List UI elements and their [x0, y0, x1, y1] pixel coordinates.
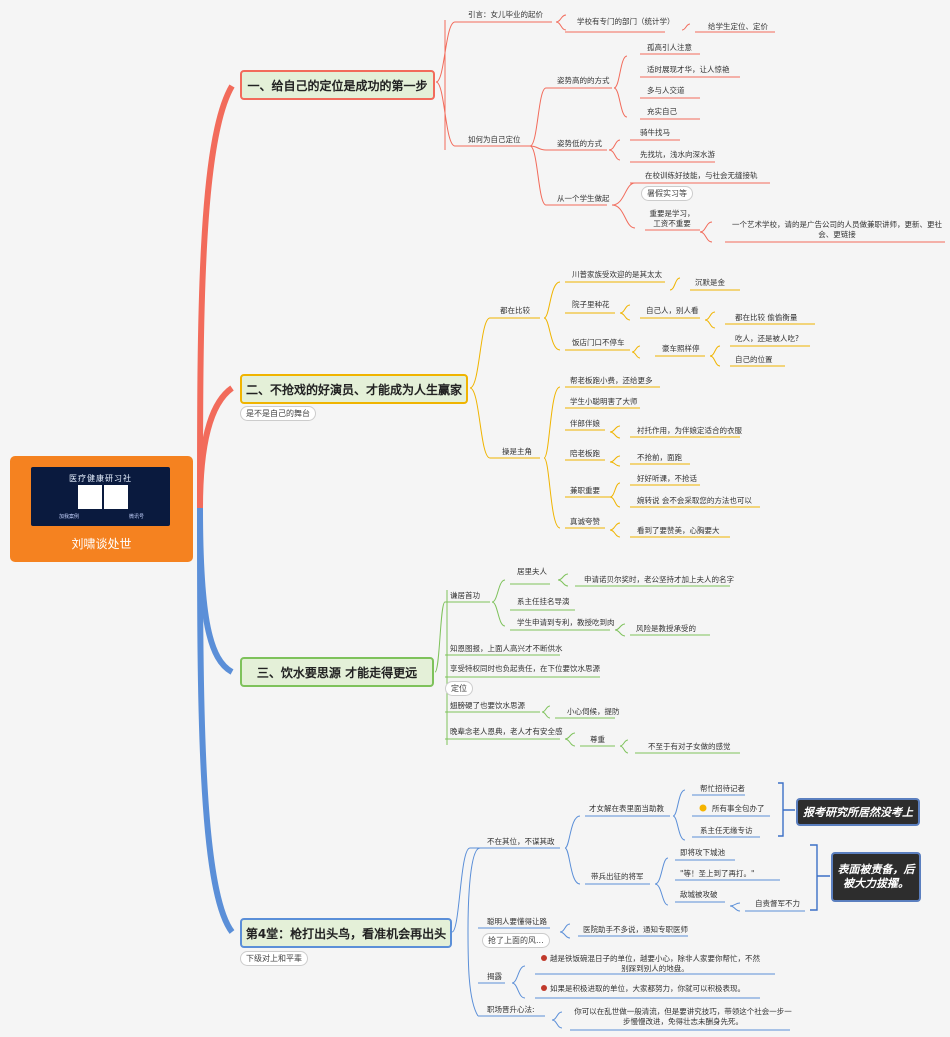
b2-compare-item[interactable]: 饭店门口不停车 — [572, 338, 625, 347]
b2-foil[interactable]: 衬托作用，为伴娘定适合的衣服 — [637, 426, 742, 435]
b2-lead-item[interactable]: 学生小聪明害了大师 — [570, 397, 638, 406]
b3-careful[interactable]: 小心伺候，提防 — [567, 707, 620, 716]
b2-lead-item[interactable]: 帮老板跑小费，还给更多 — [570, 376, 653, 385]
qr-code-left — [78, 485, 102, 509]
b4-wife-item[interactable]: 系主任无缘专访 — [700, 826, 753, 835]
b4-callout-1[interactable]: 报考研究所居然没考上 — [796, 798, 920, 826]
qr-caption-left: 加我案例 — [59, 514, 80, 520]
b2-praise[interactable]: 看到了要赞美，心胸要大 — [637, 526, 720, 535]
b1-low[interactable]: 姿势低的方式 — [557, 139, 602, 148]
b4-expose[interactable]: 揭露 — [487, 972, 502, 981]
b2-lead-item[interactable]: 真诚夸赞 — [570, 517, 600, 526]
b1-intro[interactable]: 引言：女儿毕业的起价 — [468, 10, 543, 19]
b3-item[interactable]: 知恩图报，上面人高兴才不断供水 — [450, 644, 563, 653]
b1-how[interactable]: 如何为自己定位 — [468, 135, 521, 144]
b2-eat[interactable]: 吃人，还是被人吃? — [735, 334, 799, 343]
b4-career-text[interactable]: 你可以在乱世做一般清流，但是要讲究技巧，带领这个社会一步一步慢慢改进，免得壮志未… — [574, 1007, 792, 1026]
b3-item[interactable]: 享受特权同时也负起责任，在下位要饮水思源 — [450, 664, 600, 673]
b3-merit[interactable]: 谦居首功 — [450, 591, 480, 600]
b4-general-item[interactable]: 即将攻下城池 — [680, 848, 725, 857]
b2-self-see[interactable]: 自己人，别人看 — [646, 306, 699, 315]
b4-expose-item[interactable]: 越是铁饭碗混日子的单位，越要小心，除非人家要你帮忙，不然别踩到别人的地盘。 — [550, 954, 760, 973]
b4-smart-tag: 抢了上面的风... — [482, 933, 550, 948]
b2-own-pos[interactable]: 自己的位置 — [735, 355, 773, 364]
b2-silent[interactable]: 沉默是金 — [695, 278, 725, 287]
b2-lead[interactable]: 操是主角 — [502, 447, 532, 456]
b4-wife[interactable]: 才女解在表里面当助教 — [589, 804, 664, 813]
b4-expose-item[interactable]: 如果是积极进取的单位，大家都努力，你就可以积极表现。 — [550, 984, 745, 993]
b4-self-blame[interactable]: 自责督军不力 — [755, 899, 800, 908]
branch-2-topic[interactable]: 二、不抢戏的好演员、才能成为人生赢家 — [240, 374, 468, 404]
b2-lead-item[interactable]: 陪老板跑 — [570, 449, 600, 458]
b3-merit-item[interactable]: 居里夫人 — [517, 567, 547, 576]
b3-merit-item[interactable]: 系主任挂名导演 — [517, 597, 570, 606]
root-label: 刘啸谈处世 — [71, 537, 132, 551]
branch-4-tag: 下级对上和平辈 — [240, 951, 308, 966]
qr-caption-right: 微讯号 — [129, 514, 145, 520]
b3-tag-pos: 定位 — [445, 681, 473, 696]
b1-high[interactable]: 姿势高的的方式 — [557, 76, 610, 85]
b3-risk[interactable]: 风险是教授承受的 — [636, 624, 696, 633]
b4-wife-item[interactable]: 帮忙招待记者 — [700, 784, 745, 793]
b2-no-rob[interactable]: 不抢前，面跑 — [637, 453, 682, 462]
b1-high-item[interactable]: 适时展现才华，让人惊艳 — [647, 65, 730, 74]
b1-high-item[interactable]: 孤高引人注意 — [647, 43, 692, 52]
b2-all-compare[interactable]: 都在比较 偷偷衡量 — [735, 313, 798, 322]
b1-high-item[interactable]: 充实自己 — [647, 107, 677, 116]
b3-big[interactable]: 翅膀硬了也要饮水思源 — [450, 701, 525, 710]
b4-general-item[interactable]: 敌城被攻破 — [680, 890, 718, 899]
b2-lead-item[interactable]: 兼职重要 — [570, 486, 600, 495]
b4-career[interactable]: 职场晋升心法: — [487, 1005, 535, 1014]
b4-hospital[interactable]: 医院助手不多说，通知专职医师 — [583, 925, 688, 934]
b1-student-a[interactable]: 在校训练好技能，与社会无缝接轨 — [645, 171, 758, 180]
b4-not-pos[interactable]: 不在其位，不谋其政 — [487, 837, 555, 846]
root-topic[interactable]: 医疗健康研习社 加我案例 微讯号 刘啸谈处世 — [10, 456, 193, 562]
b2-tactful[interactable]: 婉转说 会不会采取您的方法也可以 — [637, 496, 752, 505]
b1-low-item[interactable]: 骑牛找马 — [640, 128, 670, 137]
b1-high-item[interactable]: 多与人交道 — [647, 86, 685, 95]
b1-student-b-child[interactable]: 一个艺术学校，请的是广告公司的人员做兼职讲师，更新、更社会、更链接 — [732, 220, 942, 239]
branch-1-topic[interactable]: 一、给自己的定位是成功的第一步 — [240, 70, 435, 100]
b3-old[interactable]: 晚辈念老人恩典，老人才有安全感 — [450, 727, 563, 736]
b1-low-item[interactable]: 先找坑，浅水向深水游 — [640, 150, 715, 159]
b1-student[interactable]: 从一个学生做起 — [557, 194, 610, 203]
branch-3-topic[interactable]: 三、饮水要思源 才能走得更远 — [240, 657, 434, 687]
b2-car[interactable]: 豪车照样停 — [662, 344, 700, 353]
qr-code-right — [104, 485, 128, 509]
b3-children[interactable]: 不至于有对子女做的感觉 — [648, 742, 731, 751]
b4-callout-2[interactable]: 表面被责备，后被大力拔擢。 — [831, 852, 921, 902]
b1-student-a-tag: 暑假实习等 — [641, 186, 693, 201]
b3-curie[interactable]: 申请诺贝尔奖时，老公坚持才加上夫人的名字 — [584, 575, 734, 584]
qr-banner-title: 医疗健康研习社 — [69, 474, 132, 483]
b3-respect[interactable]: 尊重 — [590, 735, 605, 744]
b2-compare[interactable]: 都在比较 — [500, 306, 530, 315]
b2-compare-item[interactable]: 川普家族受欢迎的是其太太 — [572, 270, 662, 279]
b4-smart[interactable]: 聪明人要懂得让路 — [487, 917, 547, 926]
b1-dept[interactable]: 学校有专门的部门（统计学） — [577, 17, 675, 26]
b4-general-item[interactable]: "等！圣上到了再打。" — [680, 869, 755, 878]
branch-4-topic[interactable]: 第4堂：枪打出头鸟，看准机会再出头 — [240, 918, 452, 948]
b4-general[interactable]: 带兵出征的将军 — [591, 872, 644, 881]
branch-2-tag: 是不是自己的舞台 — [240, 406, 316, 421]
b4-wife-item[interactable]: 所有事全包办了 — [712, 804, 765, 813]
b1-dept-child[interactable]: 给学生定位、定价 — [708, 22, 768, 31]
b2-listen[interactable]: 好好听课，不抢话 — [637, 474, 697, 483]
b2-compare-item[interactable]: 院子里种花 — [572, 300, 610, 309]
b2-lead-item[interactable]: 伴郎伴娘 — [570, 419, 600, 428]
b1-student-b[interactable]: 重要是学习，工资不重要 — [649, 209, 695, 228]
qr-code-banner: 医疗健康研习社 加我案例 微讯号 — [31, 467, 170, 526]
b3-merit-item[interactable]: 学生申请到专利，教授吃到肉 — [517, 618, 615, 627]
